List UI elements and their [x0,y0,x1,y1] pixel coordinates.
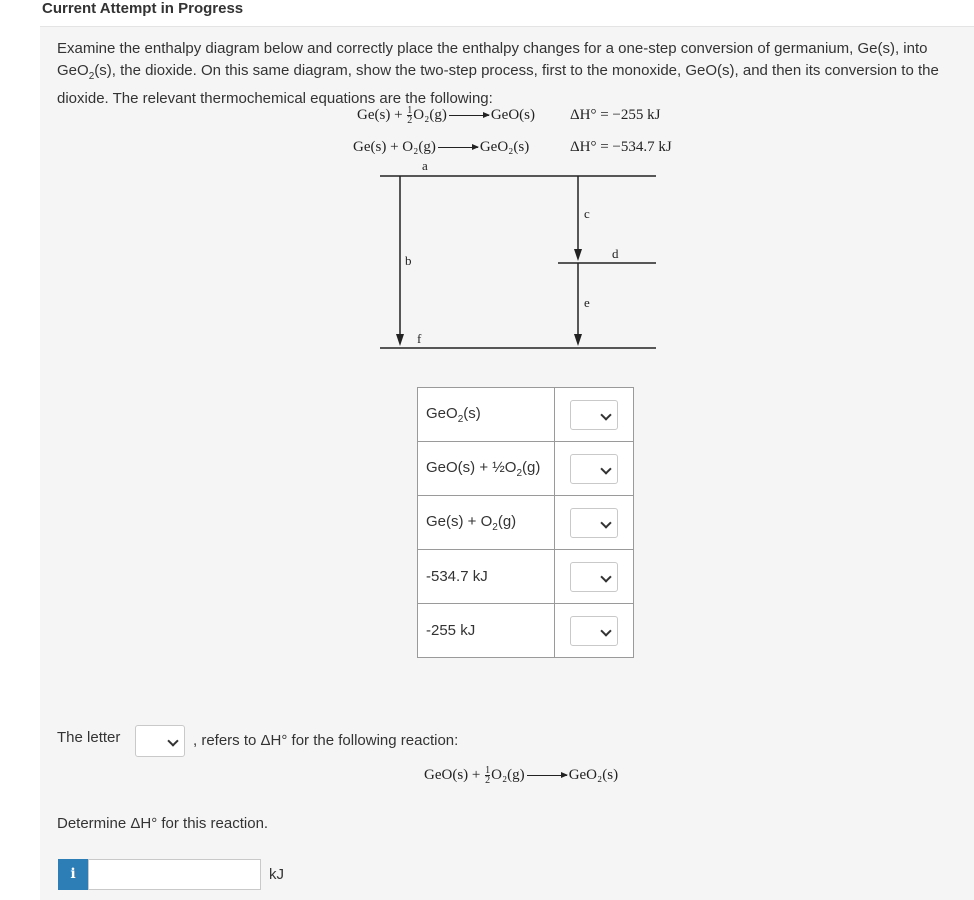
arrow-c-head-icon [574,249,582,261]
match-dropdown-2[interactable] [570,453,618,484]
matching-table: GeO2(s) GeO(s) + ½O2(g) Ge(s) + O2(g) -5… [417,387,634,658]
prompt-text-2: (s), the dioxide. On this same diagram, … [57,62,939,107]
unit-label: kJ [269,866,284,883]
diagram-label-f: f [417,331,422,346]
match-dropdown-3[interactable] [570,507,618,538]
match-dropdown-4[interactable] [570,561,618,592]
equation-2: Ge(s) + O₂(g)GeO₂(s) [353,139,530,155]
header-divider [40,26,974,27]
enthalpy-answer-input[interactable] [88,859,261,890]
match-dropdown-5[interactable] [570,615,618,646]
equation-2-enthalpy: ΔH° = −534.7 kJ [570,139,672,155]
diagram-label-a: a [422,158,428,173]
reaction-arrow-icon [437,144,479,151]
arrow-e-head-icon [574,334,582,346]
chevron-down-icon [167,735,179,747]
match-item-label: GeO2(s) [417,387,555,442]
table-row: -534.7 kJ [417,549,634,604]
table-row: Ge(s) + O2(g) [417,495,634,550]
chevron-down-icon [600,624,612,637]
letter-question-suffix: , refers to ΔH° for the following reacti… [193,732,459,749]
match-item-label: -255 kJ [417,603,555,658]
diagram-label-e: e [584,295,590,310]
chevron-down-icon [600,408,612,421]
arrow-b-head-icon [396,334,404,346]
determine-prompt: Determine ΔH° for this reaction. [57,815,269,832]
diagram-label-d: d [612,246,619,261]
diagram-label-b: b [405,253,412,268]
chevron-down-icon [600,462,612,475]
letter-dropdown[interactable] [135,725,185,757]
question-prompt: Examine the enthalpy diagram below and c… [57,40,939,107]
prompt-text-1: Examine the enthalpy diagram below and c… [57,40,928,79]
table-row: GeO2(s) [417,387,634,442]
match-dropdown-1[interactable] [570,399,618,430]
table-row: GeO(s) + ½O2(g) [417,441,634,496]
info-icon[interactable]: i [58,859,88,890]
reaction-arrow-icon [526,772,568,778]
chevron-down-icon [600,570,612,583]
reaction-arrow-icon [448,112,490,118]
match-item-label: GeO(s) + ½O2(g) [417,441,555,496]
table-row: -255 kJ [417,603,634,658]
match-item-label: Ge(s) + O2(g) [417,495,555,550]
letter-question-prefix: The letter [57,729,121,746]
diagram-label-c: c [584,206,590,221]
equation-1-enthalpy: ΔH° = −255 kJ [570,107,661,123]
chevron-down-icon [600,516,612,529]
match-item-label: -534.7 kJ [417,549,555,604]
page-header: Current Attempt in Progress [42,0,244,17]
